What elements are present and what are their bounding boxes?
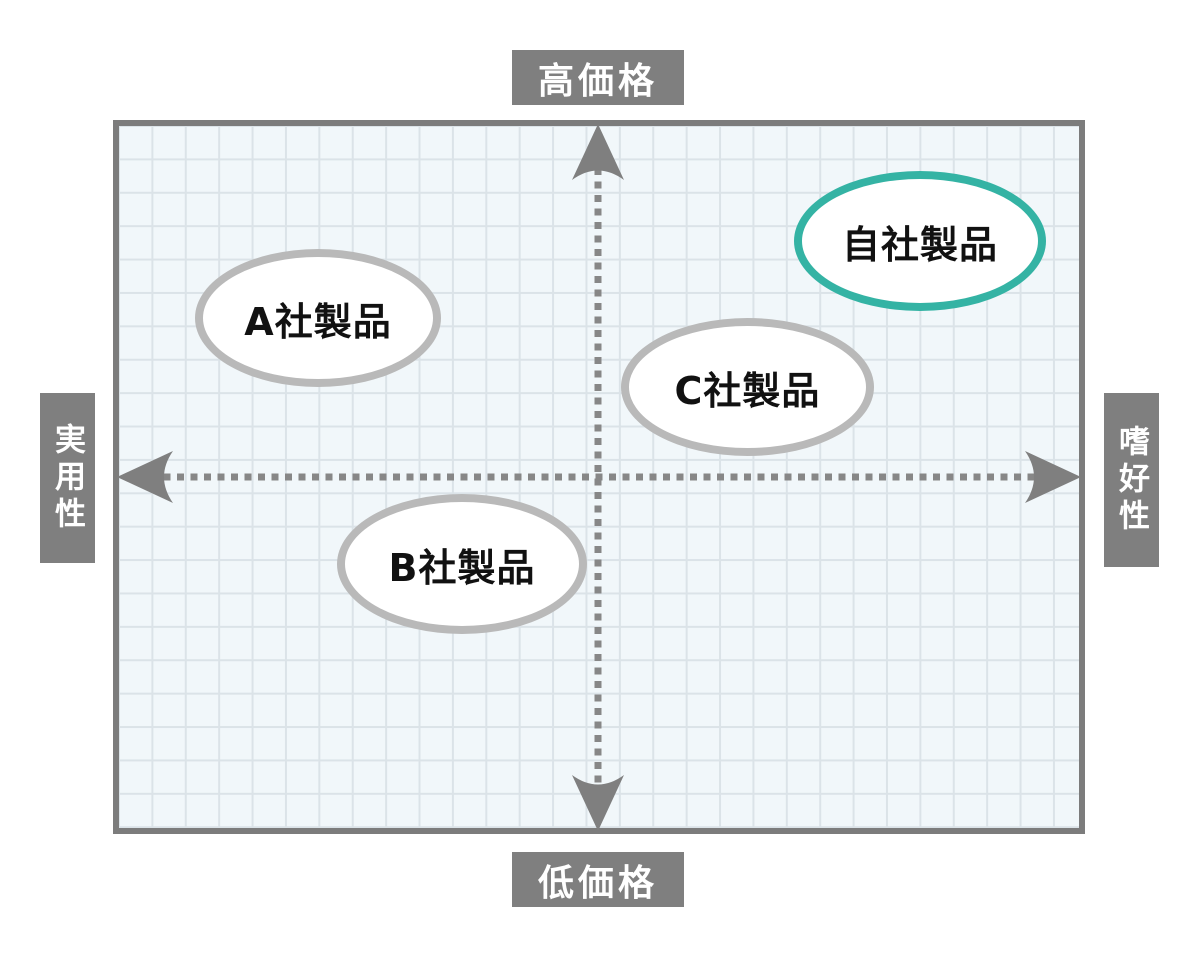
ellipse-company-b-label: B社製品: [388, 545, 536, 590]
ellipse-company-b: B社製品: [337, 494, 587, 634]
ellipse-own-company: 自社製品: [794, 171, 1046, 311]
axis-label-bottom-text: 低価格: [537, 862, 658, 904]
ellipse-company-c: C社製品: [621, 318, 874, 456]
axis-label-right: 嗜好性: [1104, 393, 1159, 567]
axis-label-top: 高価格: [512, 50, 684, 105]
axis-label-top-text: 高価格: [537, 60, 658, 102]
ellipse-company-a: A社製品: [195, 249, 441, 387]
axis-label-bottom: 低価格: [512, 852, 684, 907]
axis-label-left: 実用性: [40, 393, 95, 563]
ellipse-own-company-label: 自社製品: [841, 222, 998, 267]
ellipse-company-c-label: C社製品: [674, 368, 821, 413]
axis-label-right-text: 嗜好性: [1113, 424, 1149, 536]
axis-label-left-text: 実用性: [49, 422, 85, 534]
ellipse-company-a-label: A社製品: [244, 299, 392, 344]
